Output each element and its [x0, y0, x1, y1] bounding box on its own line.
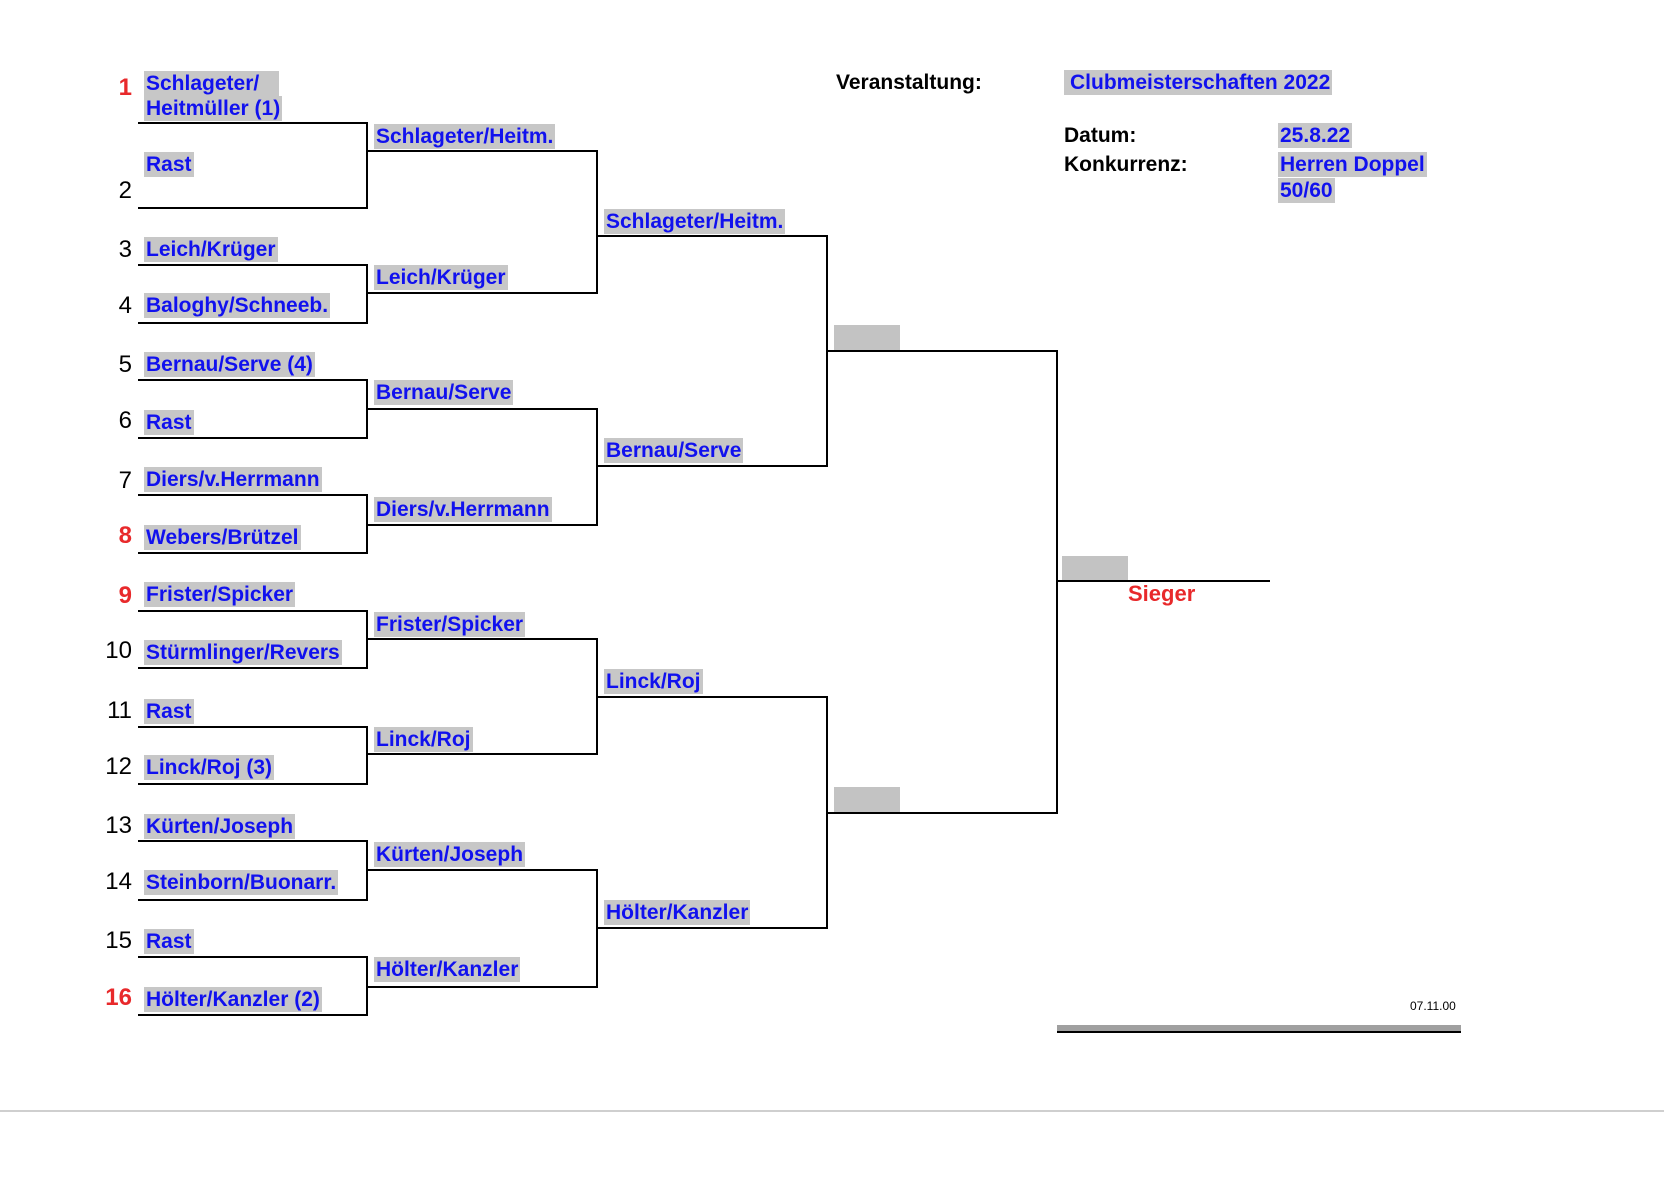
- player-name: Bernau/Serve (4): [144, 352, 315, 377]
- bracket-line: [366, 753, 598, 755]
- quarter-name: Bernau/Serve: [604, 438, 744, 463]
- bracket-line: [826, 350, 1058, 352]
- bracket-line: [366, 638, 598, 640]
- footer-bar: [1057, 1025, 1461, 1033]
- draw-number: 6: [118, 407, 132, 434]
- round2-name: Schlageter/Heitm.: [374, 124, 556, 149]
- bracket-line: [366, 869, 598, 871]
- draw-number: 2: [118, 177, 132, 204]
- date-label: Datum:: [1064, 124, 1137, 147]
- player-name: Diers/v.Herrmann: [144, 467, 322, 492]
- semi-slot-empty: [834, 787, 900, 813]
- round2-name: Diers/v.Herrmann: [374, 497, 552, 522]
- draw-number: 10: [105, 637, 132, 664]
- event-label: Veranstaltung:: [836, 71, 982, 94]
- round2-name: Leich/Krüger: [374, 265, 508, 290]
- bracket-line: [138, 264, 368, 266]
- bracket-line: [1056, 350, 1058, 814]
- quarter-name: Hölter/Kanzler: [604, 900, 751, 925]
- final-slot-empty: [1062, 556, 1128, 580]
- draw-number: 9: [118, 582, 132, 609]
- player-name: Linck/Roj (3): [144, 755, 275, 780]
- draw-number: 12: [105, 753, 132, 780]
- draw-number: 11: [107, 697, 132, 724]
- player-name: Rast: [144, 410, 194, 435]
- player-name: Leich/Krüger: [144, 237, 278, 262]
- round2-name: Linck/Roj: [374, 727, 473, 752]
- player-name: Rast: [144, 152, 194, 177]
- bracket-line: [596, 235, 828, 237]
- bracket-line: [138, 437, 368, 439]
- bracket-line: [138, 899, 368, 901]
- player-name: Baloghy/Schneeb.: [144, 293, 331, 318]
- date-value: 25.8.22: [1278, 123, 1353, 148]
- semi-slot-empty: [834, 325, 900, 351]
- draw-number: 3: [118, 236, 132, 263]
- bracket-line: [138, 379, 368, 381]
- player-name: Frister/Spicker: [144, 582, 296, 607]
- round2-name: Hölter/Kanzler: [374, 957, 521, 982]
- bracket-line: [138, 322, 368, 324]
- competition-value-line2: 50/60: [1278, 178, 1335, 203]
- quarter-name: Linck/Roj: [604, 669, 703, 694]
- draw-number: 5: [118, 351, 132, 378]
- bracket-line: [826, 812, 1058, 814]
- draw-number: 7: [118, 467, 132, 494]
- bracket-line: [366, 726, 368, 785]
- competition-label: Konkurrenz:: [1064, 153, 1188, 176]
- player-name: Steinborn/Buonarr.: [144, 870, 339, 895]
- bracket-line: [366, 150, 598, 152]
- player-name-line2: Heitmüller (1): [144, 96, 283, 121]
- competition-value-line1: Herren Doppel: [1278, 152, 1427, 177]
- player-name: Schlageter/: [144, 71, 280, 96]
- bracket-line: [366, 122, 368, 209]
- bracket-line: [138, 956, 368, 958]
- bracket-line: [596, 465, 828, 467]
- quarter-name: Schlageter/Heitm.: [604, 209, 786, 234]
- event-value: Clubmeisterschaften 2022: [1064, 70, 1333, 95]
- player-name: Stürmlinger/Revers: [144, 640, 342, 665]
- round2-name: Bernau/Serve: [374, 380, 514, 405]
- bracket-line: [138, 1014, 368, 1016]
- draw-number: 13: [105, 812, 132, 839]
- bracket-line: [138, 840, 368, 842]
- bracket-line: [138, 783, 368, 785]
- bracket-line: [138, 122, 368, 124]
- bracket-line: [596, 150, 598, 294]
- player-name: Rast: [144, 699, 194, 724]
- player-name: Hölter/Kanzler (2): [144, 987, 322, 1012]
- bracket-line: [1056, 580, 1270, 582]
- draw-number: 4: [118, 292, 132, 319]
- footer-date: 07.11.00: [1410, 999, 1456, 1013]
- draw-number: 15: [105, 927, 132, 954]
- round2-name: Frister/Spicker: [374, 612, 526, 637]
- bracket-line: [596, 927, 828, 929]
- page-bottom-edge: [0, 1110, 1664, 1112]
- draw-number: 1: [118, 74, 132, 101]
- round2-name: Kürten/Joseph: [374, 842, 526, 867]
- bracket-line: [138, 667, 368, 669]
- bracket-line: [138, 494, 368, 496]
- bracket-line: [138, 207, 368, 209]
- player-name: Webers/Brützel: [144, 525, 301, 550]
- bracket-line: [366, 986, 598, 988]
- draw-number: 14: [105, 868, 132, 895]
- bracket-line: [596, 408, 598, 526]
- bracket-line: [596, 696, 828, 698]
- player-name: Kürten/Joseph: [144, 814, 296, 839]
- bracket-line: [138, 610, 368, 612]
- bracket-line: [366, 524, 598, 526]
- bracket-line: [366, 408, 598, 410]
- bracket-line: [366, 264, 368, 324]
- player-name: Rast: [144, 929, 194, 954]
- draw-number: 16: [105, 984, 132, 1011]
- draw-number: 8: [118, 522, 132, 549]
- bracket-line: [138, 552, 368, 554]
- bracket-line: [138, 726, 368, 728]
- winner-label: Sieger: [1128, 581, 1196, 606]
- bracket-line: [366, 292, 598, 294]
